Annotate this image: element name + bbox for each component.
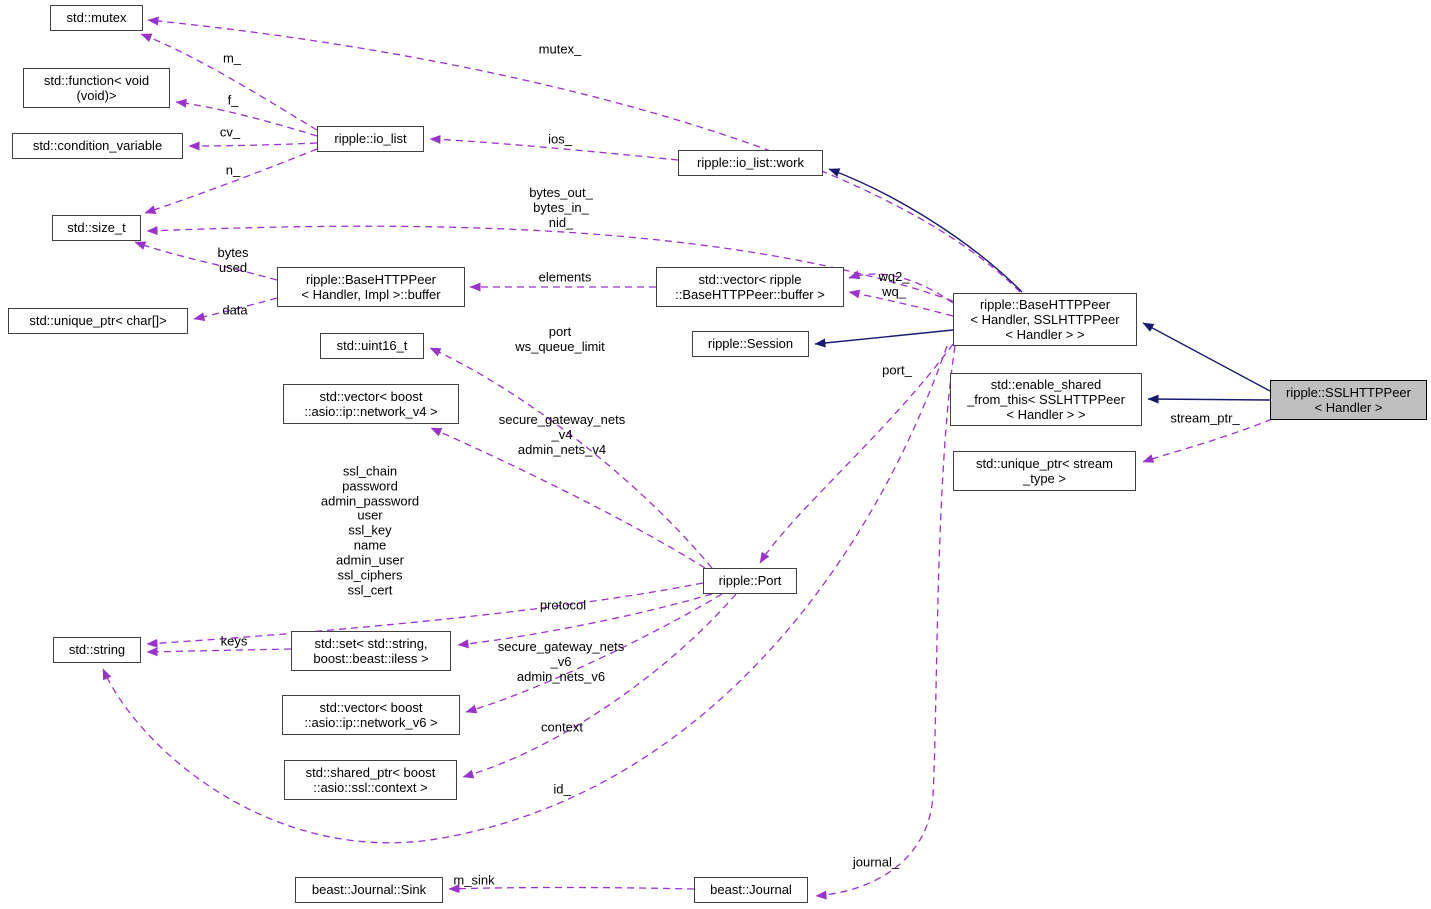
node-ripple-io-list-work[interactable]: ripple::io_list::work: [678, 150, 823, 176]
edge-inherit-base: [1142, 322, 1271, 392]
node-std-vector-network-v4[interactable]: std::vector< boost ::asio::ip::network_v…: [283, 384, 459, 424]
edge-cv_: [188, 141, 318, 151]
edge-bytes-used: [134, 241, 278, 281]
edge-port_: [759, 343, 954, 564]
edge-nets-v4: [430, 427, 706, 569]
node-std-set-string[interactable]: std::set< std::string, boost::beast::ile…: [291, 631, 451, 671]
edge-label-nets-v4: secure_gateway_nets _v4 admin_nets_v4: [498, 411, 626, 457]
edge-wq2_: [848, 270, 954, 304]
edge-inherit-work: [828, 168, 1023, 293]
edge-label-data: data: [222, 302, 248, 318]
node-std-condition-variable[interactable]: std::condition_variable: [12, 133, 183, 159]
node-std-unique-ptr-char[interactable]: std::unique_ptr< char[]>: [8, 308, 188, 334]
edge-label-wq: wq2_ wq_: [878, 269, 910, 299]
edge-inherit-session: [814, 329, 954, 348]
edge-label-id_: id_: [553, 781, 571, 797]
edge-label-nets-v6: secure_gateway_nets _v6 admin_nets_v6: [497, 638, 625, 684]
edge-label-port_: port_: [882, 362, 912, 378]
edge-label-context: context: [541, 719, 583, 735]
node-std-unique-ptr-stream-type[interactable]: std::unique_ptr< stream _type >: [953, 451, 1136, 491]
edge-label-cv_: cv_: [219, 124, 241, 140]
edge-label-f_: f_: [227, 92, 239, 108]
node-std-mutex[interactable]: std::mutex: [50, 5, 143, 31]
edge-label-m_sink: m_sink: [453, 872, 495, 888]
edge-label-journal_: journal_: [852, 854, 900, 870]
edge-journal_: [815, 345, 956, 900]
edge-mutex_: [147, 16, 1021, 293]
node-std-vector-network-v6[interactable]: std::vector< boost ::asio::ip::network_v…: [282, 695, 460, 735]
edge-label-stream_ptr_: stream_ptr_: [1170, 410, 1240, 426]
node-ripple-session[interactable]: ripple::Session: [692, 331, 809, 357]
node-std-vector-buffer[interactable]: std::vector< ripple ::BaseHTTPPeer::buff…: [656, 267, 844, 307]
edge-inherit-enable: [1147, 394, 1271, 404]
node-std-uint16-t[interactable]: std::uint16_t: [320, 333, 424, 359]
edge-label-ios_: ios_: [548, 131, 572, 147]
edge-protocol: [457, 593, 713, 649]
node-ripple-port[interactable]: ripple::Port: [703, 568, 797, 594]
node-std-function[interactable]: std::function< void (void)>: [23, 68, 170, 108]
edge-label-bytes-used: bytes used: [217, 245, 249, 275]
edge-id_: [102, 345, 948, 844]
node-std-enable-shared-from-this[interactable]: std::enable_shared _from_this< SSLHTTPPe…: [950, 373, 1142, 426]
edge-label-protocol: protocol: [539, 597, 587, 613]
node-beast-journal[interactable]: beast::Journal: [694, 877, 808, 903]
node-ripple-io-list[interactable]: ripple::io_list: [317, 126, 424, 152]
node-std-size-t[interactable]: std::size_t: [52, 215, 141, 241]
node-ripple-sslhttppeer[interactable]: ripple::SSLHTTPPeer < Handler >: [1270, 380, 1427, 420]
edge-ios_: [429, 134, 679, 161]
edge-data: [193, 297, 278, 322]
edge-nets-v6: [465, 593, 723, 714]
edge-label-ssl-stack: ssl_chain password admin_password user s…: [320, 463, 420, 597]
edge-label-elements: elements: [538, 269, 592, 285]
node-ripple-basehttppeer[interactable]: ripple::BaseHTTPPeer < Handler, SSLHTTPP…: [953, 293, 1137, 346]
edge-f_: [175, 98, 318, 137]
edge-keys: [146, 647, 292, 657]
edge-wq_: [848, 289, 954, 317]
node-std-shared-ptr-ssl-context[interactable]: std::shared_ptr< boost ::asio::ssl::cont…: [284, 760, 457, 800]
edge-m_sink: [448, 884, 695, 894]
edge-label-n_: n_: [225, 162, 241, 178]
node-std-string[interactable]: std::string: [53, 637, 141, 663]
node-basehttppeer-buffer[interactable]: ripple::BaseHTTPPeer < Handler, Impl >::…: [277, 267, 465, 307]
node-beast-journal-sink[interactable]: beast::Journal::Sink: [295, 877, 443, 903]
edge-label-m_: m_: [222, 50, 242, 66]
edge-label-keys: keys: [220, 633, 248, 649]
edge-port-ws: [429, 347, 713, 569]
edge-stream_ptr_: [1142, 418, 1273, 463]
edge-label-bytes-nid: bytes_out_ bytes_in_ nid_: [529, 184, 593, 230]
edge-label-mutex_: mutex_: [538, 41, 582, 57]
edge-context: [462, 593, 737, 779]
edge-label-port-ws: port ws_queue_limit: [515, 324, 605, 354]
